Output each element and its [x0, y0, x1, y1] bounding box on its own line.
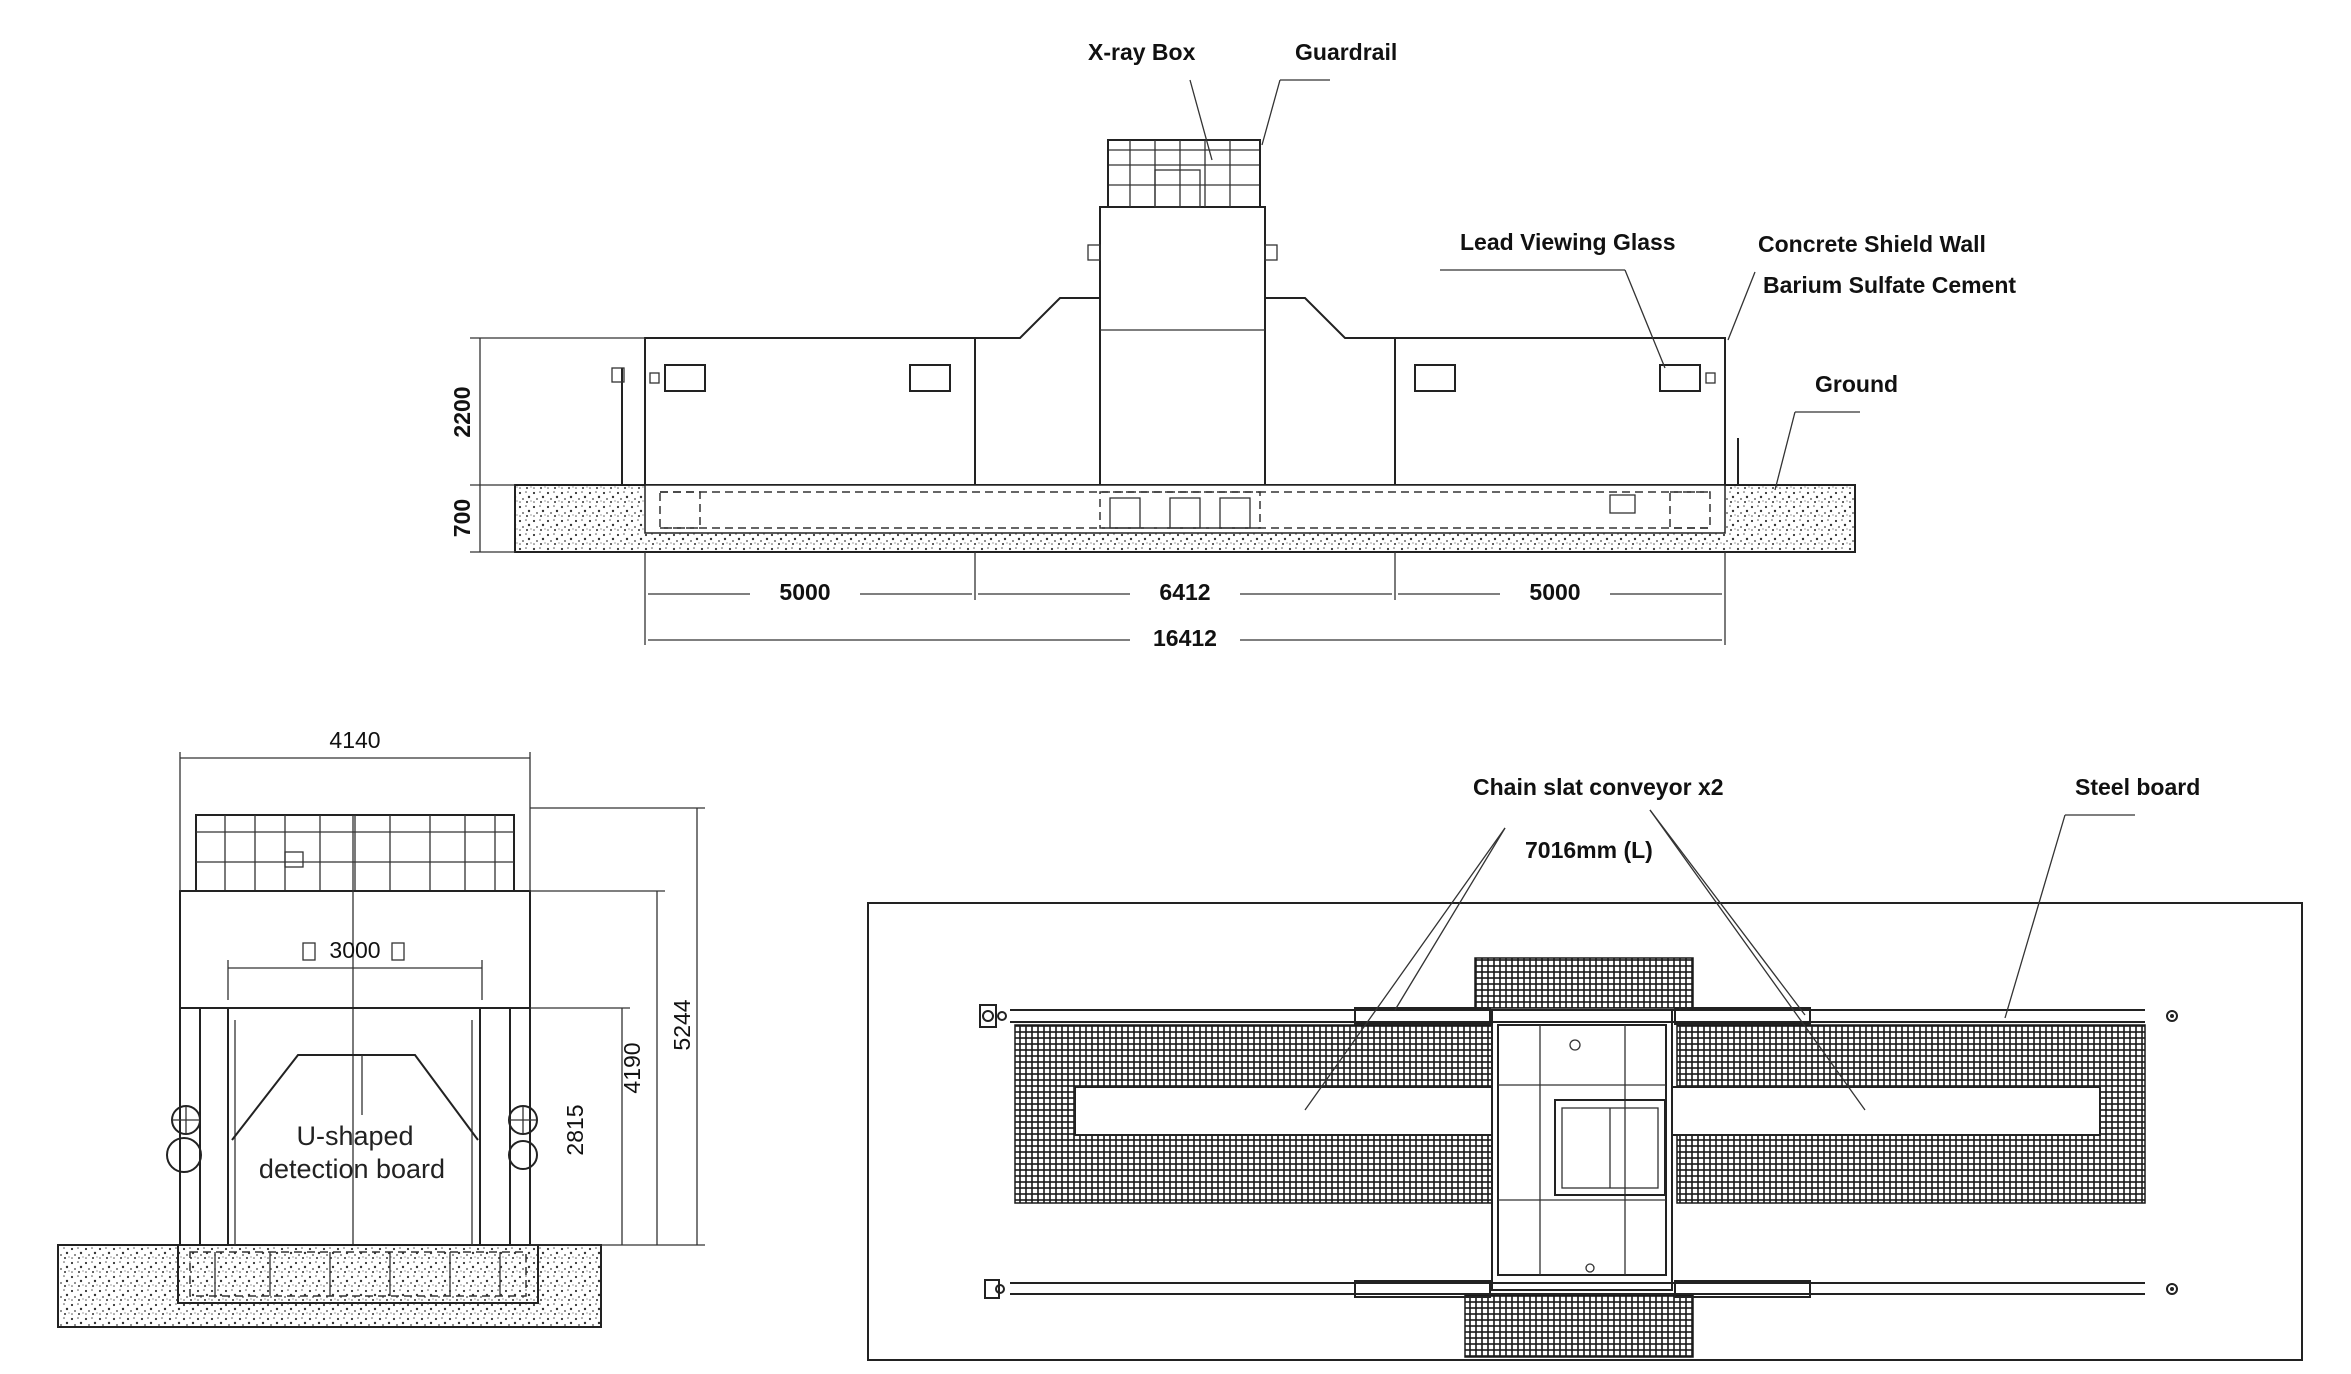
- plan-view: Chain slat conveyor x2 7016mm (L) Steel …: [867, 774, 2303, 1361]
- front-view: 2200 700 5000 6412 5000 16412 X-ray Box …: [449, 39, 2016, 651]
- dim-2815: 2815: [562, 1104, 588, 1155]
- window-left-2: [909, 364, 951, 392]
- label-7016mm: 7016mm (L): [1525, 837, 1653, 863]
- dim-16412: 16412: [1153, 625, 1217, 651]
- dim-5000-left: 5000: [779, 579, 830, 605]
- label-steel-board: Steel board: [2075, 774, 2200, 800]
- dim-5000-right: 5000: [1529, 579, 1580, 605]
- dim-2200: 2200: [449, 386, 475, 437]
- lead-viewing-glass: [1659, 364, 1701, 392]
- xray-box-plan: [1554, 1099, 1666, 1196]
- side-view: U-shaped detection board 4140 3000 2815 …: [57, 727, 705, 1328]
- dim-6412: 6412: [1159, 579, 1210, 605]
- u-shaped-label-line1: U-shaped: [296, 1121, 413, 1151]
- dim-4140: 4140: [329, 727, 380, 753]
- dim-4190: 4190: [619, 1042, 645, 1093]
- label-lead-viewing-glass: Lead Viewing Glass: [1460, 229, 1676, 255]
- grating-center-top: [1474, 957, 1694, 1009]
- dim-5244: 5244: [669, 999, 695, 1050]
- label-xray-box: X-ray Box: [1088, 39, 1196, 65]
- window-left-1: [664, 364, 706, 392]
- label-guardrail: Guardrail: [1295, 39, 1397, 65]
- u-shaped-label-line2: detection board: [259, 1154, 445, 1184]
- label-concrete-shield-wall: Concrete Shield Wall: [1758, 231, 1986, 257]
- u-shaped-detection-board: [231, 1054, 479, 1141]
- dim-700: 700: [449, 499, 475, 537]
- label-ground: Ground: [1815, 371, 1898, 397]
- pit-channel: [644, 484, 1726, 534]
- grating-center-bottom: [1464, 1294, 1694, 1358]
- label-chain-slat-conveyor: Chain slat conveyor x2: [1473, 774, 1724, 800]
- xray-housing-plan: [1491, 1009, 1673, 1291]
- plan-frame: [867, 902, 2303, 1361]
- label-barium-sulfate: Barium Sulfate Cement: [1763, 272, 2016, 298]
- dim-3000: 3000: [329, 937, 380, 963]
- window-right-1: [1414, 364, 1456, 392]
